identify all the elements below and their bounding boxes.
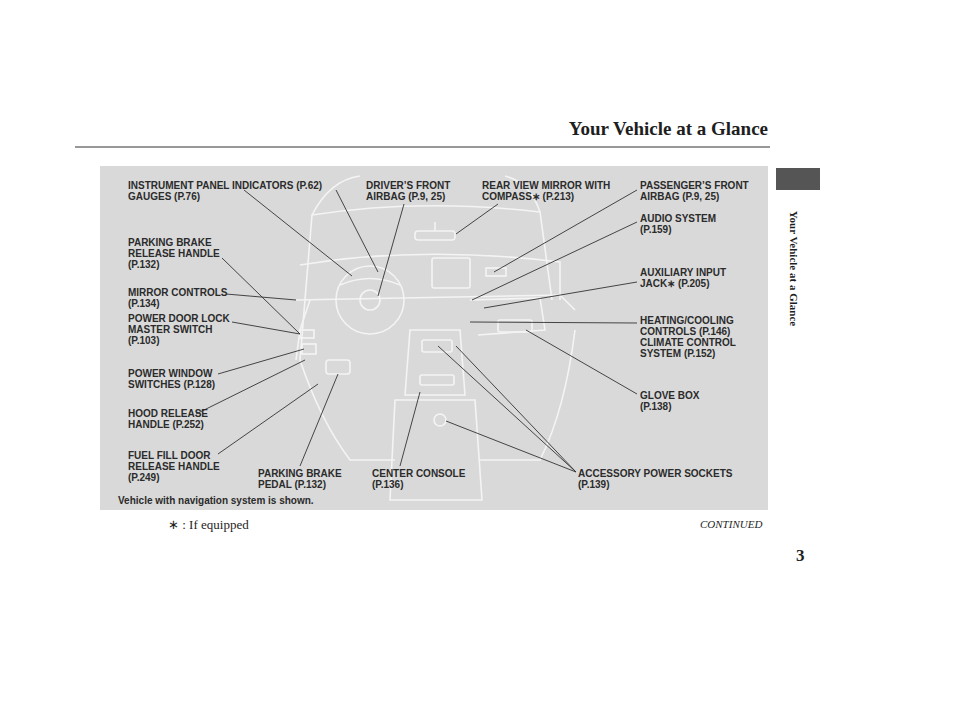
page-title: Your Vehicle at a Glance <box>569 118 768 140</box>
callout-label: INSTRUMENT PANEL INDICATORS (P.62) GAUGE… <box>128 180 343 202</box>
callout-label: POWER DOOR LOCK MASTER SWITCH (P.103) <box>128 313 232 346</box>
callout-label: MIRROR CONTROLS (P.134) <box>128 287 228 309</box>
callout-label: HEATING/COOLING CONTROLS (P.146) CLIMATE… <box>640 315 760 359</box>
callout-label: GLOVE BOX (P.138) <box>640 390 720 412</box>
callout-label: CENTER CONSOLE (P.136) <box>372 468 482 490</box>
callout-label: PARKING BRAKE PEDAL (P.132) <box>258 468 358 490</box>
callout-label: POWER WINDOW SWITCHES (P.128) <box>128 368 218 390</box>
callout-label: DRIVER’S FRONT AIRBAG (P.9, 25) <box>366 180 466 202</box>
side-tab-text: Your Vehicle at a Glance <box>788 210 799 325</box>
callout-label: REAR VIEW MIRROR WITH COMPASS∗ (P.213) <box>482 180 622 202</box>
callout-label: HOOD RELEASE HANDLE (P.252) <box>128 408 208 430</box>
callout-label: FUEL FILL DOOR RELEASE HANDLE (P.249) <box>128 450 232 483</box>
continued-mark: CONTINUED <box>700 519 762 530</box>
callout-label: AUXILIARY INPUT JACK∗ (P.205) <box>640 267 740 289</box>
page-number: 3 <box>796 546 805 566</box>
figure-note: Vehicle with navigation system is shown. <box>118 495 378 506</box>
callout-label: PARKING BRAKE RELEASE HANDLE (P.132) <box>128 237 224 270</box>
callout-label: AUDIO SYSTEM (P.159) <box>640 213 740 235</box>
callout-label: PASSENGER’S FRONT AIRBAG (P.9, 25) <box>640 180 762 202</box>
callout-label: ACCESSORY POWER SOCKETS (P.139) <box>578 468 738 490</box>
footnote: ∗ : If equipped <box>168 519 249 530</box>
